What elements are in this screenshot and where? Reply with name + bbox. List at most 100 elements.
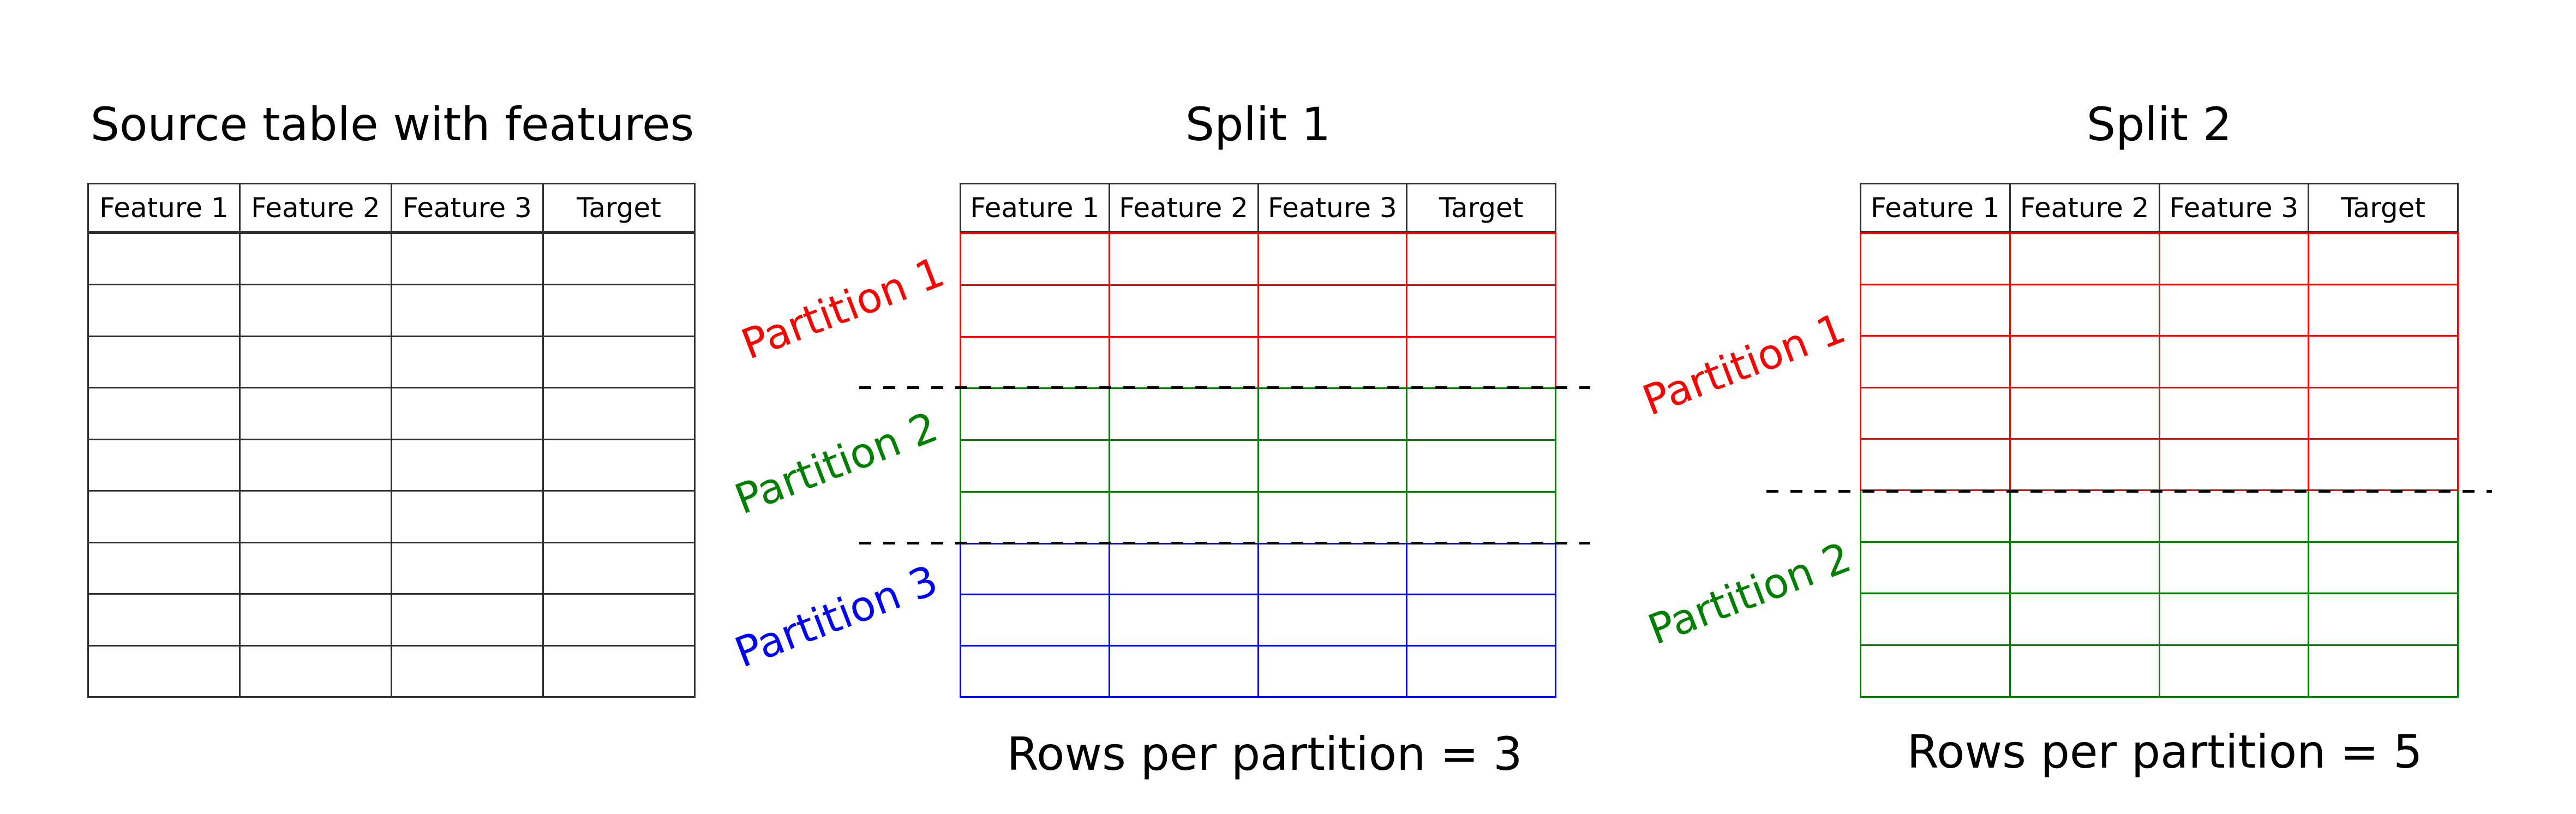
table-cell	[239, 388, 391, 439]
table-cell	[542, 543, 694, 594]
table-cell	[2308, 594, 2457, 645]
table-cell	[1257, 285, 1406, 336]
column-header: Feature 1	[970, 191, 1100, 224]
table-cell	[2158, 439, 2308, 489]
table-cell	[2009, 285, 2159, 336]
table-row	[1861, 335, 2457, 387]
table-cell	[391, 543, 542, 594]
table-cell	[89, 595, 239, 644]
table-cell	[89, 285, 239, 335]
split1-title: Split 1	[1185, 97, 1331, 151]
table-cell	[391, 646, 542, 696]
split2-partition-2-label: Partition 2	[1642, 532, 1858, 654]
table-cell	[391, 337, 542, 387]
split1-partition-3-band	[960, 542, 1556, 698]
table-cell	[542, 337, 694, 387]
table-cell	[239, 285, 391, 336]
table-cell	[1861, 543, 2009, 593]
table-cell	[2308, 337, 2457, 387]
table-cell	[542, 234, 694, 284]
table-cell	[89, 234, 239, 284]
table-cell	[961, 338, 1109, 388]
table-cell	[89, 647, 239, 696]
table-cell	[1406, 492, 1555, 543]
column-header: Feature 3	[2158, 184, 2308, 231]
table-row	[961, 389, 1555, 440]
table-cell	[2308, 234, 2457, 284]
table-row	[1861, 386, 2457, 438]
table-cell	[239, 492, 391, 542]
table-cell	[1406, 285, 1555, 336]
table-row	[89, 438, 694, 490]
table-row	[1861, 490, 2457, 541]
table-row	[961, 490, 1555, 543]
table-cell	[1861, 337, 2009, 386]
split1-partition-2-band	[960, 387, 1556, 543]
table-cell	[2158, 490, 2308, 541]
table-row	[961, 594, 1555, 645]
table-cell	[961, 493, 1109, 543]
split2-partition-1-label: Partition 1	[1636, 303, 1852, 425]
table-cell	[2308, 388, 2457, 438]
table-cell	[1406, 647, 1555, 696]
table-cell	[1257, 389, 1406, 440]
table-row	[961, 544, 1555, 594]
table-row	[1861, 592, 2457, 645]
split2-partition-2-band	[1860, 490, 2459, 698]
table-cell	[2158, 285, 2308, 336]
table-cell	[391, 440, 542, 490]
table-cell	[542, 285, 694, 336]
table-cell	[2158, 337, 2308, 387]
table-cell	[2158, 646, 2308, 697]
table-cell	[542, 440, 694, 490]
table-row	[89, 387, 694, 439]
table-cell	[542, 492, 694, 542]
table-cell	[1406, 595, 1555, 645]
table-row	[961, 336, 1555, 388]
table-cell	[961, 595, 1109, 645]
column-header: Feature 2	[2009, 184, 2159, 231]
split1-partition-1-label: Partition 1	[735, 247, 951, 369]
table-cell	[2009, 337, 2159, 387]
table-cell	[1861, 440, 2009, 489]
table-cell	[1861, 388, 2009, 438]
table-row	[89, 593, 694, 645]
table-cell	[2158, 542, 2308, 593]
table-row	[89, 335, 694, 387]
table-cell	[1108, 337, 1257, 388]
table-cell	[2009, 594, 2159, 645]
table-cell	[2009, 439, 2159, 489]
table-cell	[89, 337, 239, 387]
split2-caption: Rows per partition = 5	[1907, 725, 2423, 779]
column-header: Target	[2308, 184, 2457, 231]
column-header: Target	[1406, 184, 1555, 231]
table-cell	[1861, 646, 2009, 696]
table-cell	[239, 646, 391, 696]
table-cell	[1257, 492, 1406, 543]
table-cell	[239, 543, 391, 594]
table-cell	[1108, 441, 1257, 491]
table-row	[89, 490, 694, 542]
table-row	[961, 645, 1555, 696]
column-header: Feature 2	[1108, 184, 1257, 231]
table-row	[89, 541, 694, 594]
table-cell	[1257, 234, 1406, 284]
table-row	[89, 284, 694, 336]
table-cell	[2308, 646, 2457, 697]
table-cell	[1406, 544, 1555, 594]
table-row	[1861, 284, 2457, 336]
column-header: Target	[542, 184, 694, 231]
table-cell	[1406, 441, 1555, 491]
table-cell	[1406, 389, 1555, 440]
table-cell	[1257, 595, 1406, 645]
column-header: Feature 1	[1871, 191, 2000, 224]
table-cell	[1108, 285, 1257, 336]
table-cell	[239, 440, 391, 490]
table-cell	[2009, 646, 2159, 697]
table-cell	[89, 543, 239, 593]
partition-separator-dashed-line	[859, 542, 1590, 544]
